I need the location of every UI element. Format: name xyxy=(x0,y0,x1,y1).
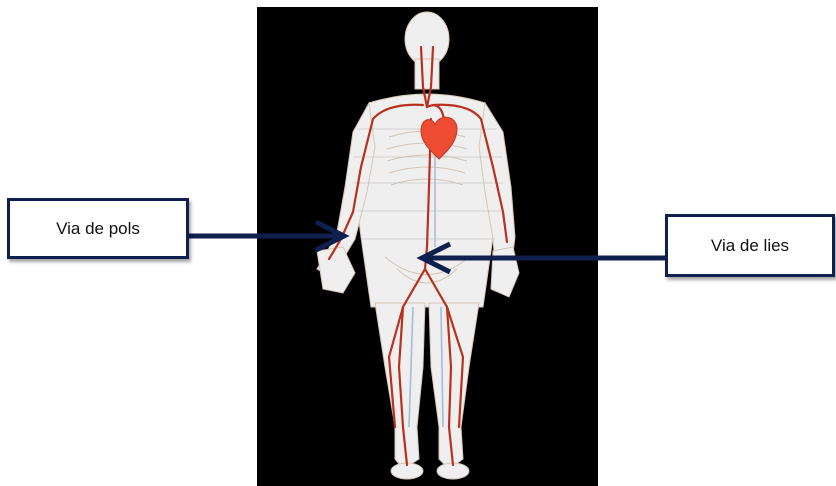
wrist-callout: Via de pols xyxy=(7,198,189,259)
groin-callout-label: Via de lies xyxy=(711,236,789,256)
wrist-callout-label: Via de pols xyxy=(56,219,140,239)
groin-callout: Via de lies xyxy=(665,214,835,277)
